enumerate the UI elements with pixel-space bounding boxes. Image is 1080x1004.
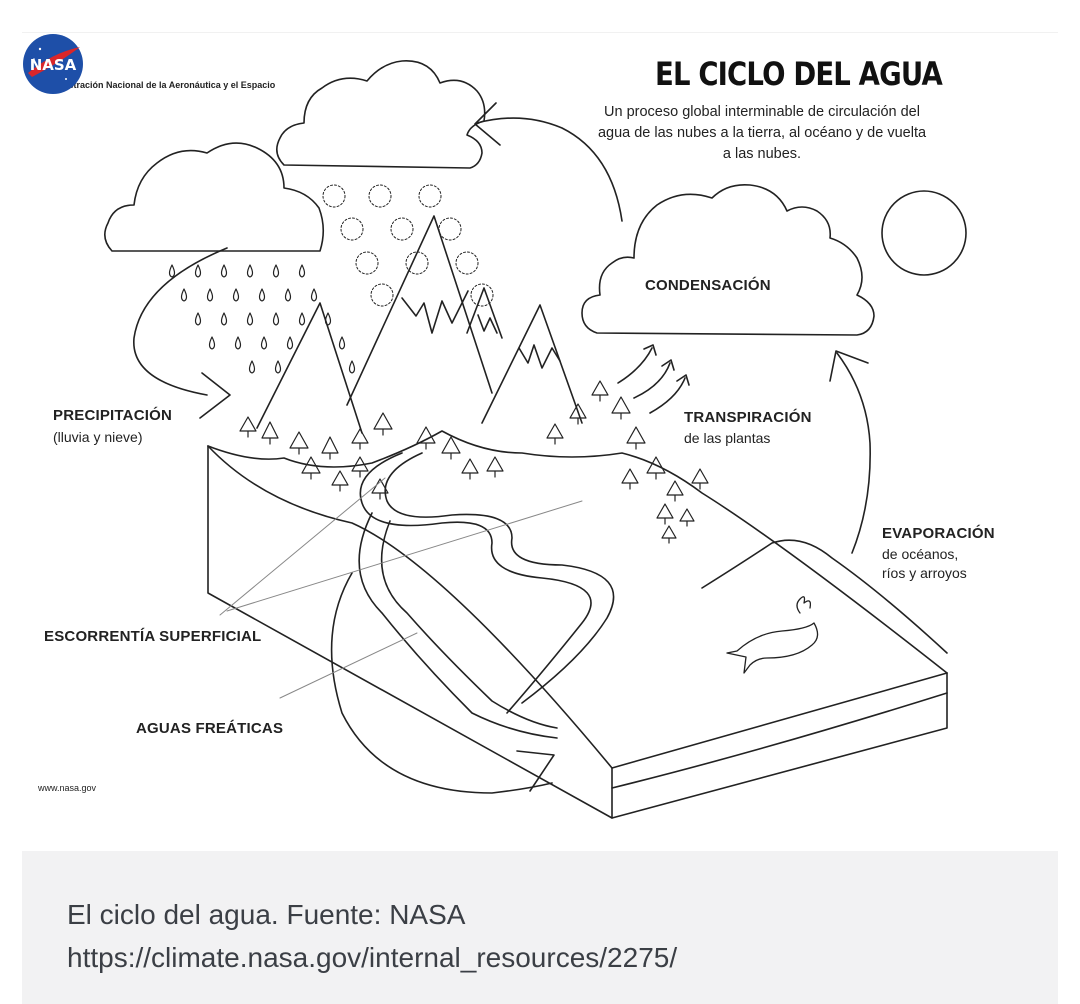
leader-lines [219, 477, 583, 699]
sun-icon [881, 190, 967, 276]
caption-text: El ciclo del agua. Fuente: NASA [67, 899, 466, 930]
whale-icon [726, 596, 819, 674]
snowflakes [322, 184, 494, 307]
nasa-logo: NASA [23, 34, 83, 94]
agency-name: Administración Nacional de la Aeronáutic… [38, 80, 276, 90]
water-cycle-illustration [104, 60, 967, 819]
trees [239, 380, 709, 544]
label-transpiration: TRANSPIRACIÓN [684, 409, 812, 426]
diagram-title: EL CICLO DEL AGUA [655, 55, 943, 93]
label-groundwater: AGUAS FREÁTICAS [136, 720, 284, 737]
caption-source-url: https://climate.nasa.gov/internal_resour… [67, 942, 678, 973]
label-precipitation: PRECIPITACIÓN [53, 407, 172, 424]
cloud-left [104, 142, 325, 252]
cloud-top [276, 60, 486, 169]
label-runoff: ESCORRENTÍA SUPERFICIAL [44, 628, 262, 645]
diagram-subtitle: Un proceso global interminable de circul… [597, 104, 927, 162]
river [358, 452, 615, 739]
label-transpiration-sub: de las plantas [684, 430, 771, 446]
nasa-url: www.nasa.gov [38, 783, 97, 793]
cloud-condensation [581, 183, 875, 336]
mountains [256, 215, 583, 434]
label-evaporation-sub1: de océanos, [882, 546, 959, 562]
figure-caption: El ciclo del agua. Fuente: NASA https://… [22, 851, 1058, 1004]
rain-drops [168, 264, 356, 374]
land-block [207, 430, 948, 819]
label-evaporation: EVAPORACIÓN [882, 525, 995, 542]
label-precipitation-sub: (lluvia y nieve) [53, 429, 143, 445]
svg-text:NASA: NASA [30, 56, 77, 74]
label-evaporation-sub2: ríos y arroyos [882, 565, 967, 581]
label-condensation: CONDENSACIÓN [645, 277, 771, 294]
water-cycle-figure: Administración Nacional de la Aeronáutic… [22, 32, 1058, 841]
